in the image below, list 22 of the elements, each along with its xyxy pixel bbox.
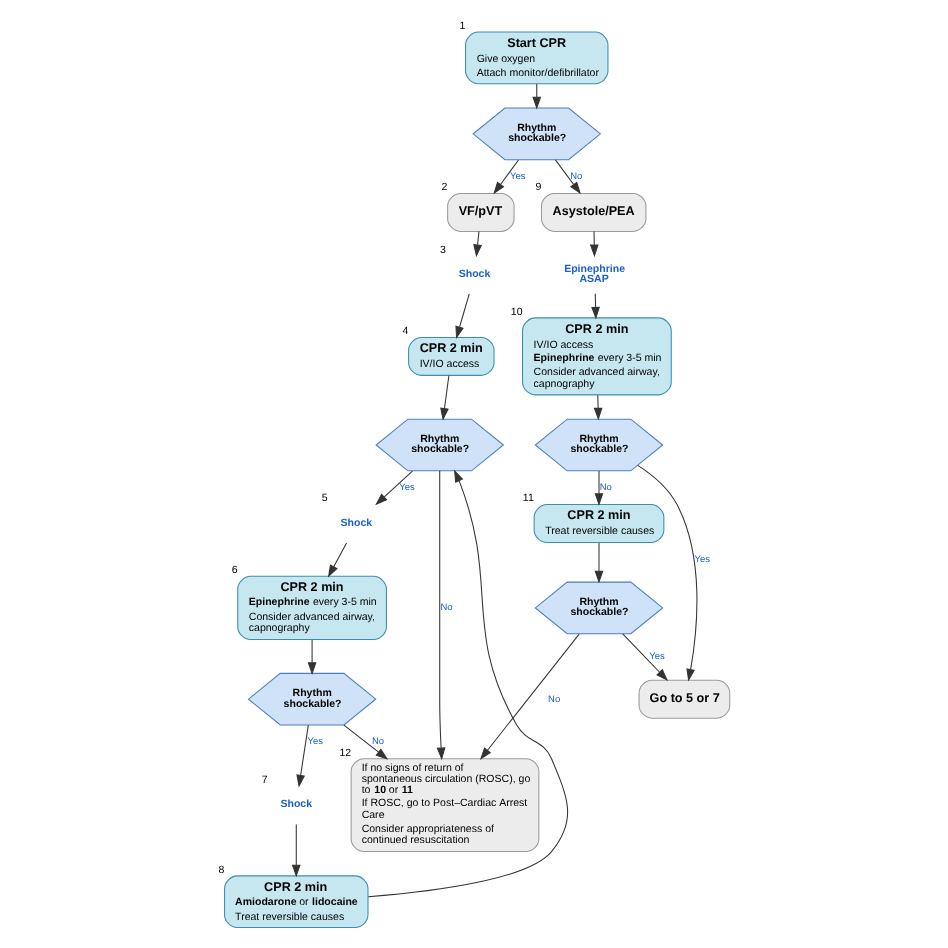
arrow (291, 823, 301, 878)
arrow (594, 470, 604, 506)
arrow (367, 469, 569, 898)
arrow (327, 542, 348, 578)
arrow (440, 375, 450, 421)
arrow (554, 159, 582, 195)
arrow (343, 724, 389, 760)
arrow (622, 633, 669, 682)
arrow (589, 231, 599, 258)
arrow (436, 470, 446, 761)
arrow (473, 231, 482, 258)
arrow (296, 724, 309, 788)
arrow (493, 159, 519, 195)
arrow (593, 394, 603, 421)
arrow (455, 293, 470, 339)
arrow (532, 83, 542, 110)
arrow (375, 470, 413, 506)
arrow (594, 542, 604, 584)
arrow (591, 293, 601, 320)
arrow (479, 633, 580, 760)
arrow (637, 464, 698, 682)
arrow (307, 639, 317, 675)
